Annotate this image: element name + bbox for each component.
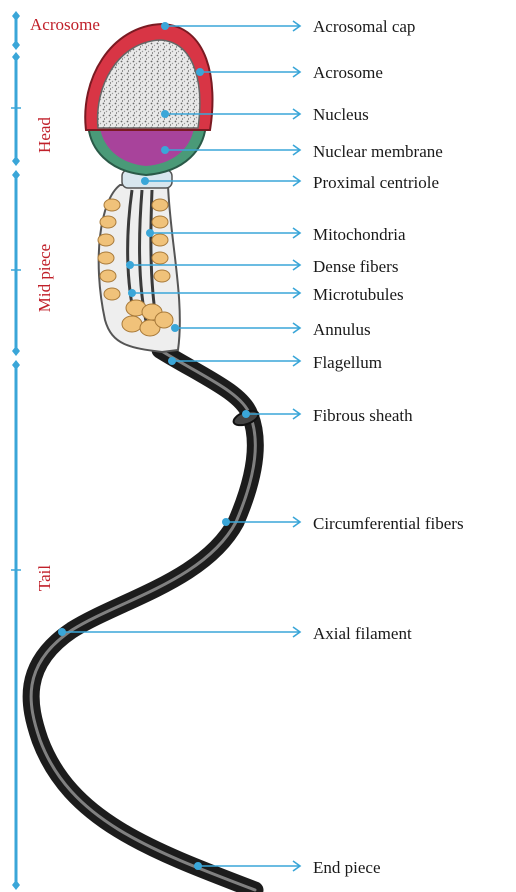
sperm-illustration: [31, 24, 260, 890]
tail-outline: [31, 350, 255, 890]
label-dense-fibers: Dense fibers: [313, 257, 398, 276]
region-label-mid-piece: Mid piece: [35, 244, 54, 312]
tail-highlight: [31, 350, 255, 890]
label-proximal-centriole: Proximal centriole: [313, 173, 439, 192]
region-label-tail: Tail: [35, 565, 54, 591]
label-end-piece: End piece: [313, 858, 381, 877]
label-axial-filament: Axial filament: [313, 624, 412, 643]
label-mitochondria: Mitochondria: [313, 225, 406, 244]
region-label-acrosome: Acrosome: [30, 15, 100, 34]
label-column: Acrosomal cap Acrosome Nucleus Nuclear m…: [313, 17, 464, 877]
label-annulus: Annulus: [313, 320, 371, 339]
region-bars: [11, 11, 21, 890]
label-fibrous-sheath: Fibrous sheath: [313, 406, 413, 425]
label-circumferential-fibers: Circumferential fibers: [313, 514, 464, 533]
region-label-head: Head: [35, 117, 54, 153]
label-nuclear-membrane: Nuclear membrane: [313, 142, 443, 161]
label-acrosome: Acrosome: [313, 63, 383, 82]
label-flagellum: Flagellum: [313, 353, 382, 372]
label-acrosomal-cap: Acrosomal cap: [313, 17, 415, 36]
label-nucleus: Nucleus: [313, 105, 369, 124]
label-microtubules: Microtubules: [313, 285, 404, 304]
